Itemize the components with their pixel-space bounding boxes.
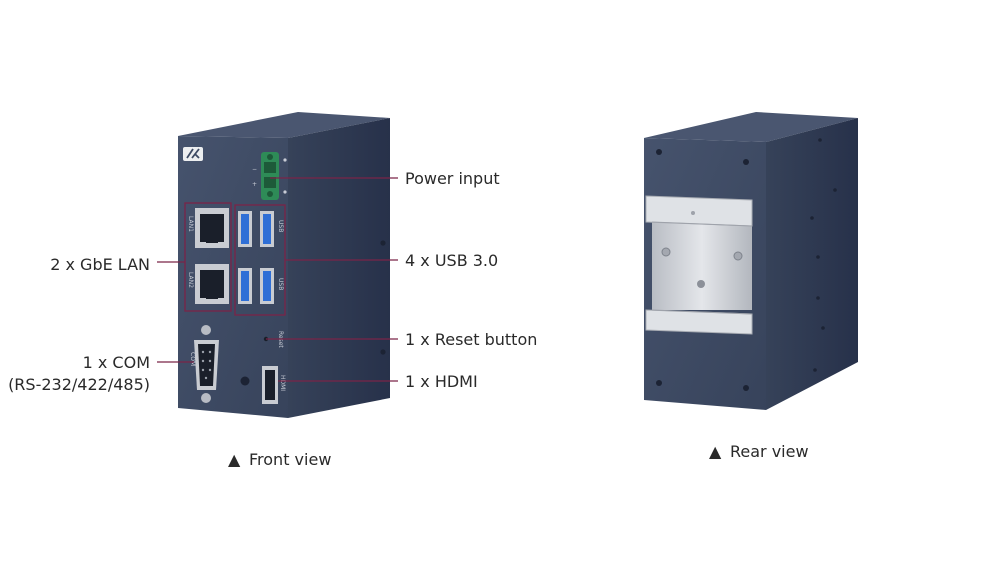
hdmi-port-label: HDMI — [279, 375, 286, 391]
reset-callout: 1 x Reset button — [405, 330, 537, 349]
usb-bottom-port-label: USB — [277, 278, 284, 290]
power-minus-label: − — [252, 166, 257, 173]
rear-view-caption: Rear view — [730, 442, 809, 461]
rear-device — [644, 112, 858, 410]
lan-highlight-box — [184, 202, 232, 312]
front-device-side-panel — [288, 118, 390, 418]
lan-port-2 — [195, 264, 229, 304]
com-port — [194, 325, 219, 403]
front-device: − + LAN1 LAN2 USB USB — [178, 112, 390, 418]
din-rail-bracket — [645, 195, 753, 335]
front-view-caption-marker: ▲ — [228, 450, 241, 469]
usb-top-port-label: USB — [277, 220, 284, 232]
hdmi-port — [262, 366, 278, 404]
lan-callout: 2 x GbE LAN — [50, 255, 150, 274]
lan2-port-label: LAN2 — [187, 272, 194, 288]
power-terminal-block: − + — [252, 152, 279, 200]
com-callout-line1: 1 x COM — [83, 353, 150, 372]
reset-label: Reset — [277, 331, 284, 348]
rear-device-side-panel — [766, 118, 858, 410]
front-view-caption: Front view — [249, 450, 331, 469]
power-input-callout: Power input — [405, 169, 500, 188]
brand-logo — [183, 147, 203, 161]
hdmi-callout: 1 x HDMI — [405, 372, 478, 391]
usb-callout: 4 x USB 3.0 — [405, 251, 498, 270]
lan-port-1 — [195, 208, 229, 248]
rear-view-caption-marker: ▲ — [709, 442, 722, 461]
power-plus-label: + — [252, 181, 257, 188]
com-callout-line2: (RS-232/422/485) — [8, 375, 150, 394]
com-port-label: COM — [189, 352, 196, 366]
usb-port-group — [238, 211, 274, 304]
lan1-port-label: LAN1 — [187, 216, 194, 232]
